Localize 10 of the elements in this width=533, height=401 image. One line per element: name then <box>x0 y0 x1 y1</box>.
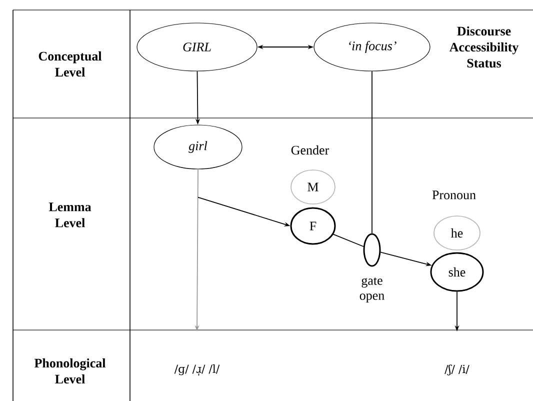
category-label: Pronoun <box>432 190 476 200</box>
category-label: Gender <box>291 145 330 155</box>
level-label: Lemma Level <box>48 202 92 228</box>
level-label: Conceptual Level <box>38 51 102 77</box>
phoneme-text: /ɡ/ /ɹ̩/ /l/ <box>174 364 220 376</box>
level-label: Phonological Level <box>34 358 106 384</box>
status-label: Discourse Accessibility Status <box>449 26 519 68</box>
phoneme-text: /ʃ/ /i/ <box>444 364 470 376</box>
gate-ellipse <box>363 233 381 267</box>
gate-label: gate open <box>360 277 384 303</box>
